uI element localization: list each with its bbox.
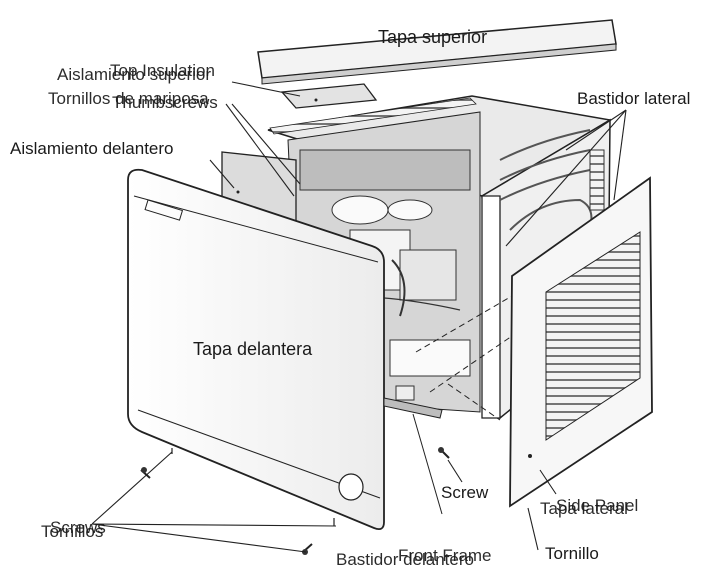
label-side-frame: Bastidor lateral bbox=[577, 89, 691, 108]
label-front-insulation: Aislamiento delantero bbox=[10, 139, 174, 158]
leader-lines bbox=[91, 81, 627, 553]
label-top-insulation-en: Top Insulation bbox=[110, 61, 215, 80]
top-cover-part bbox=[257, 19, 617, 85]
label-screws-es: Tornillos bbox=[41, 522, 104, 541]
label-side-panel-en: Side Panel bbox=[556, 496, 639, 515]
label-screws-en: Screws bbox=[50, 518, 106, 537]
label-top-insulation-es: Aislamiento superior bbox=[57, 65, 212, 84]
side-panel-part bbox=[509, 176, 653, 508]
front-frame-part bbox=[383, 397, 443, 515]
front-cover-part bbox=[127, 168, 385, 531]
screw-icon bbox=[140, 447, 450, 555]
label-side-panel-es: Tapa lateral bbox=[540, 499, 628, 518]
label-screw-en: Screw bbox=[441, 483, 489, 502]
label-thumbscrews-es: Tornillos de mariposa bbox=[48, 89, 209, 108]
label-front-frame-en: Front Frame bbox=[398, 546, 492, 565]
top-insulation-part bbox=[280, 83, 378, 109]
label-top-cover: Tapa superior bbox=[378, 27, 488, 47]
label-screw-es: Tornillo bbox=[545, 544, 599, 563]
assembly-dashed-lines bbox=[415, 295, 513, 421]
label-front-frame-es: Bastidor delantero bbox=[336, 550, 474, 569]
label-thumbscrews-en: Thumbscrews bbox=[112, 93, 218, 112]
label-front-cover: Tapa delantera bbox=[193, 339, 313, 359]
